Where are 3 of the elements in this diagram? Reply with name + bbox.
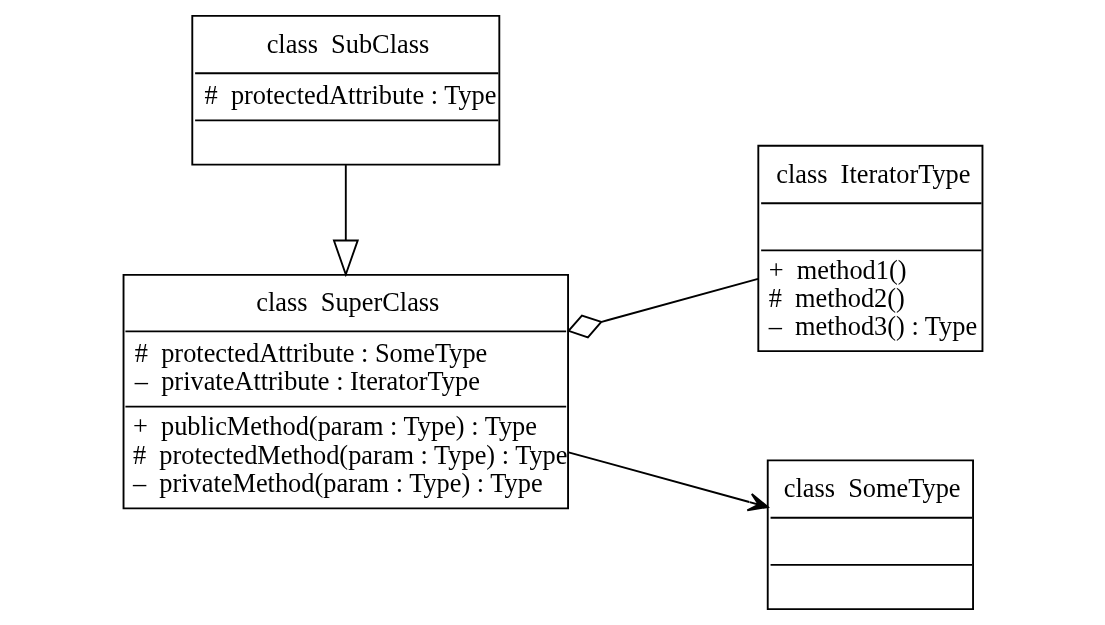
arrow bbox=[332, 164, 359, 278]
arrow bbox=[567, 451, 769, 512]
connector bbox=[566, 277, 759, 339]
